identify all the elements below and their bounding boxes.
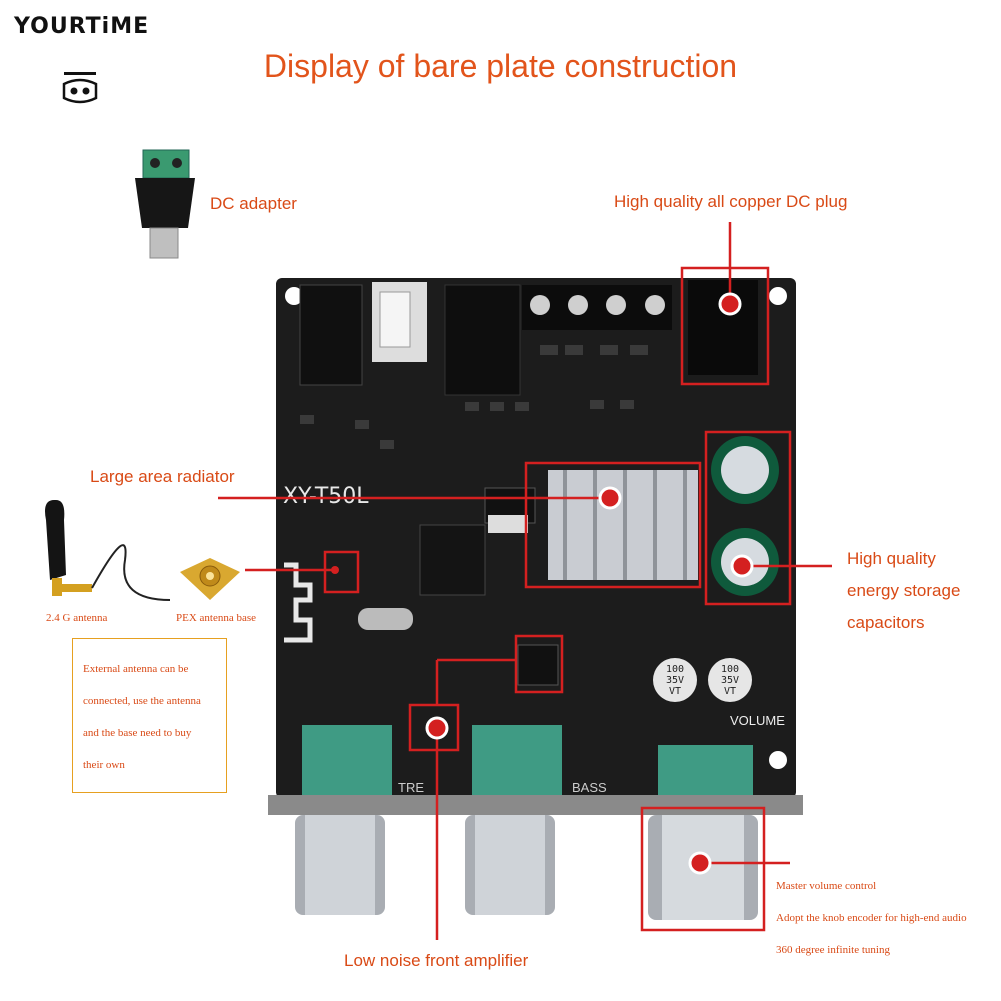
antenna-base-image — [180, 558, 240, 600]
dc-adapter-label: DC adapter — [210, 194, 297, 213]
bass-knob-label: BASS — [572, 780, 607, 795]
brand-logo-icon — [62, 72, 98, 104]
antenna-note-line: connected, use the antenna — [83, 695, 201, 707]
antenna-image — [45, 500, 171, 601]
svg-text:35V: 35V — [721, 675, 739, 686]
svg-text:100: 100 — [666, 664, 684, 675]
antenna-note-line: their own — [83, 759, 125, 771]
svg-text:35V: 35V — [666, 675, 684, 686]
page-title: Display of bare plate construction — [263, 48, 738, 84]
antenna-note-line: External antenna can be — [83, 663, 189, 675]
preamp-label: Low noise front amplifier — [344, 951, 529, 970]
brand-name: YOURTiME — [14, 14, 150, 39]
capacitors-label-line1: High quality — [847, 549, 936, 568]
board-model-text: XY-T50L — [283, 484, 369, 509]
capacitors-label-line2: energy storage — [847, 581, 961, 600]
circuit-board-image — [268, 278, 803, 920]
small-cap-text-left: 100 35V VT — [666, 664, 684, 697]
svg-text:100: 100 — [721, 664, 739, 675]
volume-note-line: Master volume control — [776, 880, 877, 892]
treble-knob-label: TRE — [398, 780, 424, 795]
radiator-label: Large area radiator — [90, 467, 235, 486]
antenna-label: 2.4 G antenna — [46, 612, 108, 624]
antenna-note-box: External antenna can be connected, use t… — [72, 638, 227, 793]
svg-text:VT: VT — [724, 686, 736, 697]
volume-note: Master volume control Adopt the knob enc… — [776, 870, 998, 966]
volume-note-line: Adopt the knob encoder for high-end audi… — [776, 912, 967, 924]
antenna-base-label: PEX antenna base — [176, 612, 257, 624]
capacitors-label-line3: capacitors — [847, 613, 925, 632]
dc-adapter-image — [135, 149, 195, 259]
svg-text:VT: VT — [669, 686, 681, 697]
antenna-note-line: and the base need to buy — [83, 727, 192, 739]
volume-knob-label: VOLUME — [730, 713, 785, 728]
small-cap-text-right: 100 35V VT — [721, 664, 739, 697]
volume-note-line: 360 degree infinite tuning — [776, 944, 890, 956]
dc-plug-label: High quality all copper DC plug — [614, 192, 848, 211]
